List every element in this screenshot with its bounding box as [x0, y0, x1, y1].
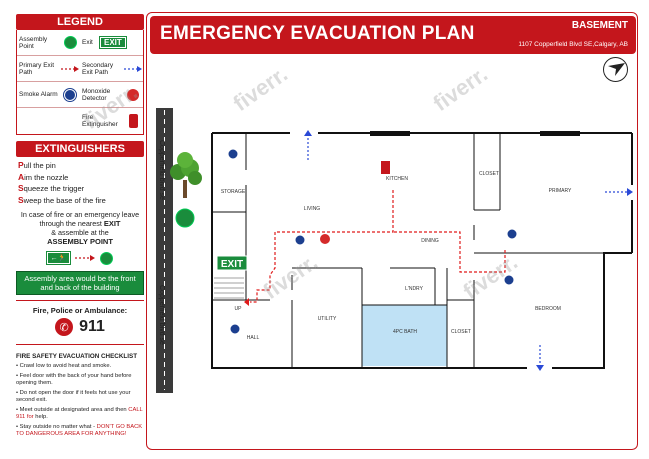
- evacuation-instructions: In case of fire or an emergency leave th…: [16, 210, 144, 246]
- pass-letter: P: [18, 160, 24, 170]
- pass-step: im the nozzle: [24, 172, 69, 182]
- watermarks: fiverr. fiverr. fiverr. fiverr. fiverr.: [79, 61, 522, 304]
- primary-path-arrow-icon: [60, 65, 80, 73]
- pass-steps: Pull the pin Aim the nozzle Squeeze the …: [16, 157, 144, 206]
- room-storage: STORAGE: [221, 189, 246, 195]
- primary-path-arrow-icon: [244, 298, 249, 306]
- legend-box: Assembly Point Exit EXIT Primary Exit Pa…: [16, 30, 144, 135]
- north-arrow-icon: [603, 57, 628, 82]
- primary-exit-path-2: [393, 231, 506, 273]
- room-closet-2: CLOSET: [451, 329, 471, 335]
- room-utility: UTILITY: [318, 316, 337, 322]
- smoke-alarm-icon: [227, 148, 239, 160]
- primary-exit-path: [250, 190, 394, 303]
- bath-area: [362, 305, 447, 366]
- assembly-point-icon: [100, 251, 114, 265]
- legend-assembly-label: Assembly Point: [19, 35, 48, 50]
- street-label-upper: Copperfield blvd se: [158, 140, 165, 200]
- exit-sign-icon: [216, 255, 248, 271]
- checklist-item: • Crawl low to avoid heat and smoke.: [16, 363, 112, 369]
- monoxide-detector-icon: [127, 88, 139, 101]
- smoke-alarm-icon: [503, 274, 515, 286]
- street-label-lower: Copperfield blvd se: [158, 285, 165, 345]
- room-laundry: L'NDRY: [405, 286, 423, 292]
- pass-letter: S: [18, 183, 24, 193]
- assembly-point-icon: [175, 208, 195, 228]
- arrow-icon: [75, 255, 96, 261]
- title-banner: EMERGENCY EVACUATION PLAN BASEMENT 1107 …: [150, 16, 636, 54]
- room-bath: 4PC BATH: [393, 329, 417, 335]
- pass-step: ull the pin: [23, 161, 56, 170]
- svg-text:fiverr.: fiverr.: [229, 61, 292, 116]
- assembly-point-icon: [63, 36, 77, 49]
- svg-text:fiverr.: fiverr.: [429, 61, 492, 116]
- phone-icon: ✆: [55, 318, 74, 336]
- plan-title: EMERGENCY EVACUATION PLAN: [160, 23, 475, 44]
- tree-icon: [170, 152, 202, 198]
- plan-frame: [146, 12, 638, 450]
- monoxide-detector-icon: [320, 234, 330, 244]
- room-dining: DINING: [421, 238, 439, 244]
- checklist: • Crawl low to avoid heat and smoke. • F…: [16, 363, 144, 438]
- legend-exit-label: Exit: [82, 39, 93, 46]
- checklist-item: • Stay outside no matter what - DON'T GO…: [16, 424, 143, 437]
- checklist-item: • Meet outside at designated area and th…: [16, 407, 143, 420]
- smoke-alarm-icon: [506, 228, 518, 240]
- instruction-line: In case of fire or an emergency leave th…: [20, 210, 140, 228]
- checklist-item: • Do not open the door if it feels hot u…: [16, 390, 131, 403]
- extinguishers-title: EXTINGUISHERS: [16, 141, 144, 157]
- room-hall: HALL: [247, 335, 260, 341]
- fire-extinguisher-icon: [128, 114, 138, 128]
- svg-text:fiverr.: fiverr.: [79, 79, 142, 134]
- legend-extinguisher-label: Fire Extinguisher: [82, 114, 118, 128]
- plan-exit-label: EXIT: [221, 259, 243, 270]
- room-living: LIVING: [304, 206, 321, 212]
- stairs-up-label: UP: [235, 306, 243, 312]
- legend-smoke-label: Smoke Alarm: [19, 91, 58, 98]
- checklist-item: • Feel door with the back of your hand b…: [16, 373, 132, 386]
- smoke-alarm-icon: [294, 234, 306, 246]
- svg-text:fiverr.: fiverr.: [259, 249, 322, 304]
- instruction-exit-word: EXIT: [103, 219, 121, 228]
- room-primary: PRIMARY: [549, 188, 572, 194]
- smoke-alarm-icon: [229, 323, 241, 335]
- floor-label: BASEMENT: [571, 20, 628, 31]
- pass-step: queeze the trigger: [23, 184, 85, 193]
- instruction-assembly-word: ASSEMBLY POINT: [47, 237, 113, 246]
- street-centerline: [164, 110, 165, 390]
- secondary-exit-arrows: [304, 130, 633, 371]
- address-label: 1107 Copperfield Blvd SE,Calgary, AB: [518, 41, 628, 48]
- room-closet: CLOSET: [479, 171, 499, 177]
- assembly-note: Assembly area would be the front and bac…: [16, 271, 144, 295]
- stairs: [214, 277, 244, 299]
- assembly-diagram: ←🏃: [16, 250, 144, 266]
- fire-extinguisher-icon: [381, 161, 390, 174]
- smoke-alarms: [227, 148, 518, 335]
- emergency-title: Fire, Police or Ambulance:: [32, 306, 128, 315]
- emergency-number: 911: [79, 318, 105, 335]
- exit-sign-icon: EXIT: [99, 36, 127, 49]
- secondary-path-arrow-icon: [123, 65, 143, 73]
- room-bedroom: BEDROOM: [535, 306, 561, 312]
- instruction-line: & assemble at the: [51, 228, 109, 237]
- room-kitchen: KITCHEN: [386, 176, 408, 182]
- legend-secondary-label: Secondary Exit Path: [82, 61, 114, 76]
- pass-letter: S: [18, 194, 24, 205]
- legend-monoxide-label: Monoxide Detector: [82, 87, 111, 102]
- pass-step: weep the base of the fire: [23, 195, 106, 205]
- legend-primary-label: Primary Exit Path: [19, 61, 55, 76]
- legend-title: LEGEND: [16, 14, 144, 30]
- left-panel: LEGEND Assembly Point Exit EXIT Primary …: [16, 14, 144, 446]
- pass-letter: A: [18, 171, 25, 182]
- running-man-exit-icon: ←🏃: [45, 251, 72, 265]
- smoke-alarm-icon: [63, 87, 77, 102]
- checklist-title: FIRE SAFETY EVACUATION CHECKLIST: [16, 353, 138, 360]
